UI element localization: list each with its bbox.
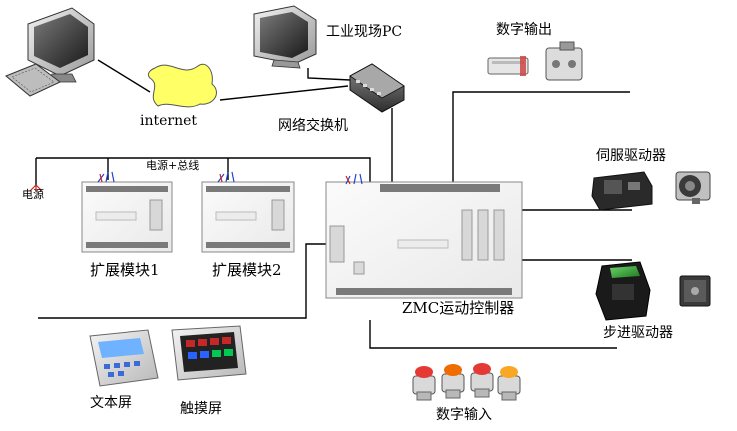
wire-servo-stepper-spine	[519, 210, 632, 261]
label-expansion-module-1: 扩展模块1	[90, 261, 160, 279]
label-industrial-pc: 工业现场PC	[326, 24, 403, 40]
internet-icon	[147, 63, 217, 108]
label-digital-output: 数字输出	[496, 22, 552, 38]
text-screen-device	[89, 329, 159, 387]
wire-pc-internet	[97, 59, 151, 93]
digital-output-icon	[487, 41, 583, 81]
label-touch-screen: 触摸屏	[180, 401, 222, 417]
power-bus-line	[36, 157, 371, 186]
label-expansion-module-2: 扩展模块2	[212, 261, 282, 279]
wire-displays	[38, 243, 326, 319]
label-power: 电源	[22, 188, 44, 201]
label-internet: internet	[140, 113, 198, 129]
label-servo-driver: 伺服驱动器	[596, 148, 666, 164]
label-digital-input: 数字输入	[436, 407, 492, 423]
stepper-driver-icon	[595, 261, 651, 321]
label-power-bus: 电源+总线	[146, 159, 200, 172]
stepper-motor-icon	[679, 275, 711, 307]
expansion-module-1-board	[81, 171, 173, 253]
zmc-controller-board	[325, 173, 523, 299]
wire-industrial-pc-switch	[307, 68, 351, 81]
touch-screen-device	[171, 325, 247, 381]
servo-motor-icon	[675, 171, 711, 204]
label-text-screen: 文本屏	[90, 395, 132, 411]
label-network-switch: 网络交换机	[278, 118, 348, 134]
label-stepper-driver: 步进驱动器	[603, 325, 673, 341]
industrial-pc-icon	[253, 5, 317, 69]
servo-driver-icon	[591, 171, 653, 211]
push-button-2	[441, 364, 465, 399]
power-symbol-icon	[29, 184, 43, 192]
network-switch-icon	[349, 63, 405, 113]
wire-digital-output	[452, 91, 630, 182]
desktop-pc-icon	[5, 7, 95, 97]
digital-input-icon	[412, 363, 521, 401]
expansion-module-2-board	[201, 171, 295, 253]
wire-digital-input	[369, 320, 617, 349]
label-zmc-controller: ZMC运动控制器	[402, 299, 515, 317]
wire-internet-switch	[219, 85, 349, 101]
push-button-4	[497, 366, 521, 401]
push-button-1	[412, 366, 436, 401]
push-button-3	[470, 363, 494, 398]
